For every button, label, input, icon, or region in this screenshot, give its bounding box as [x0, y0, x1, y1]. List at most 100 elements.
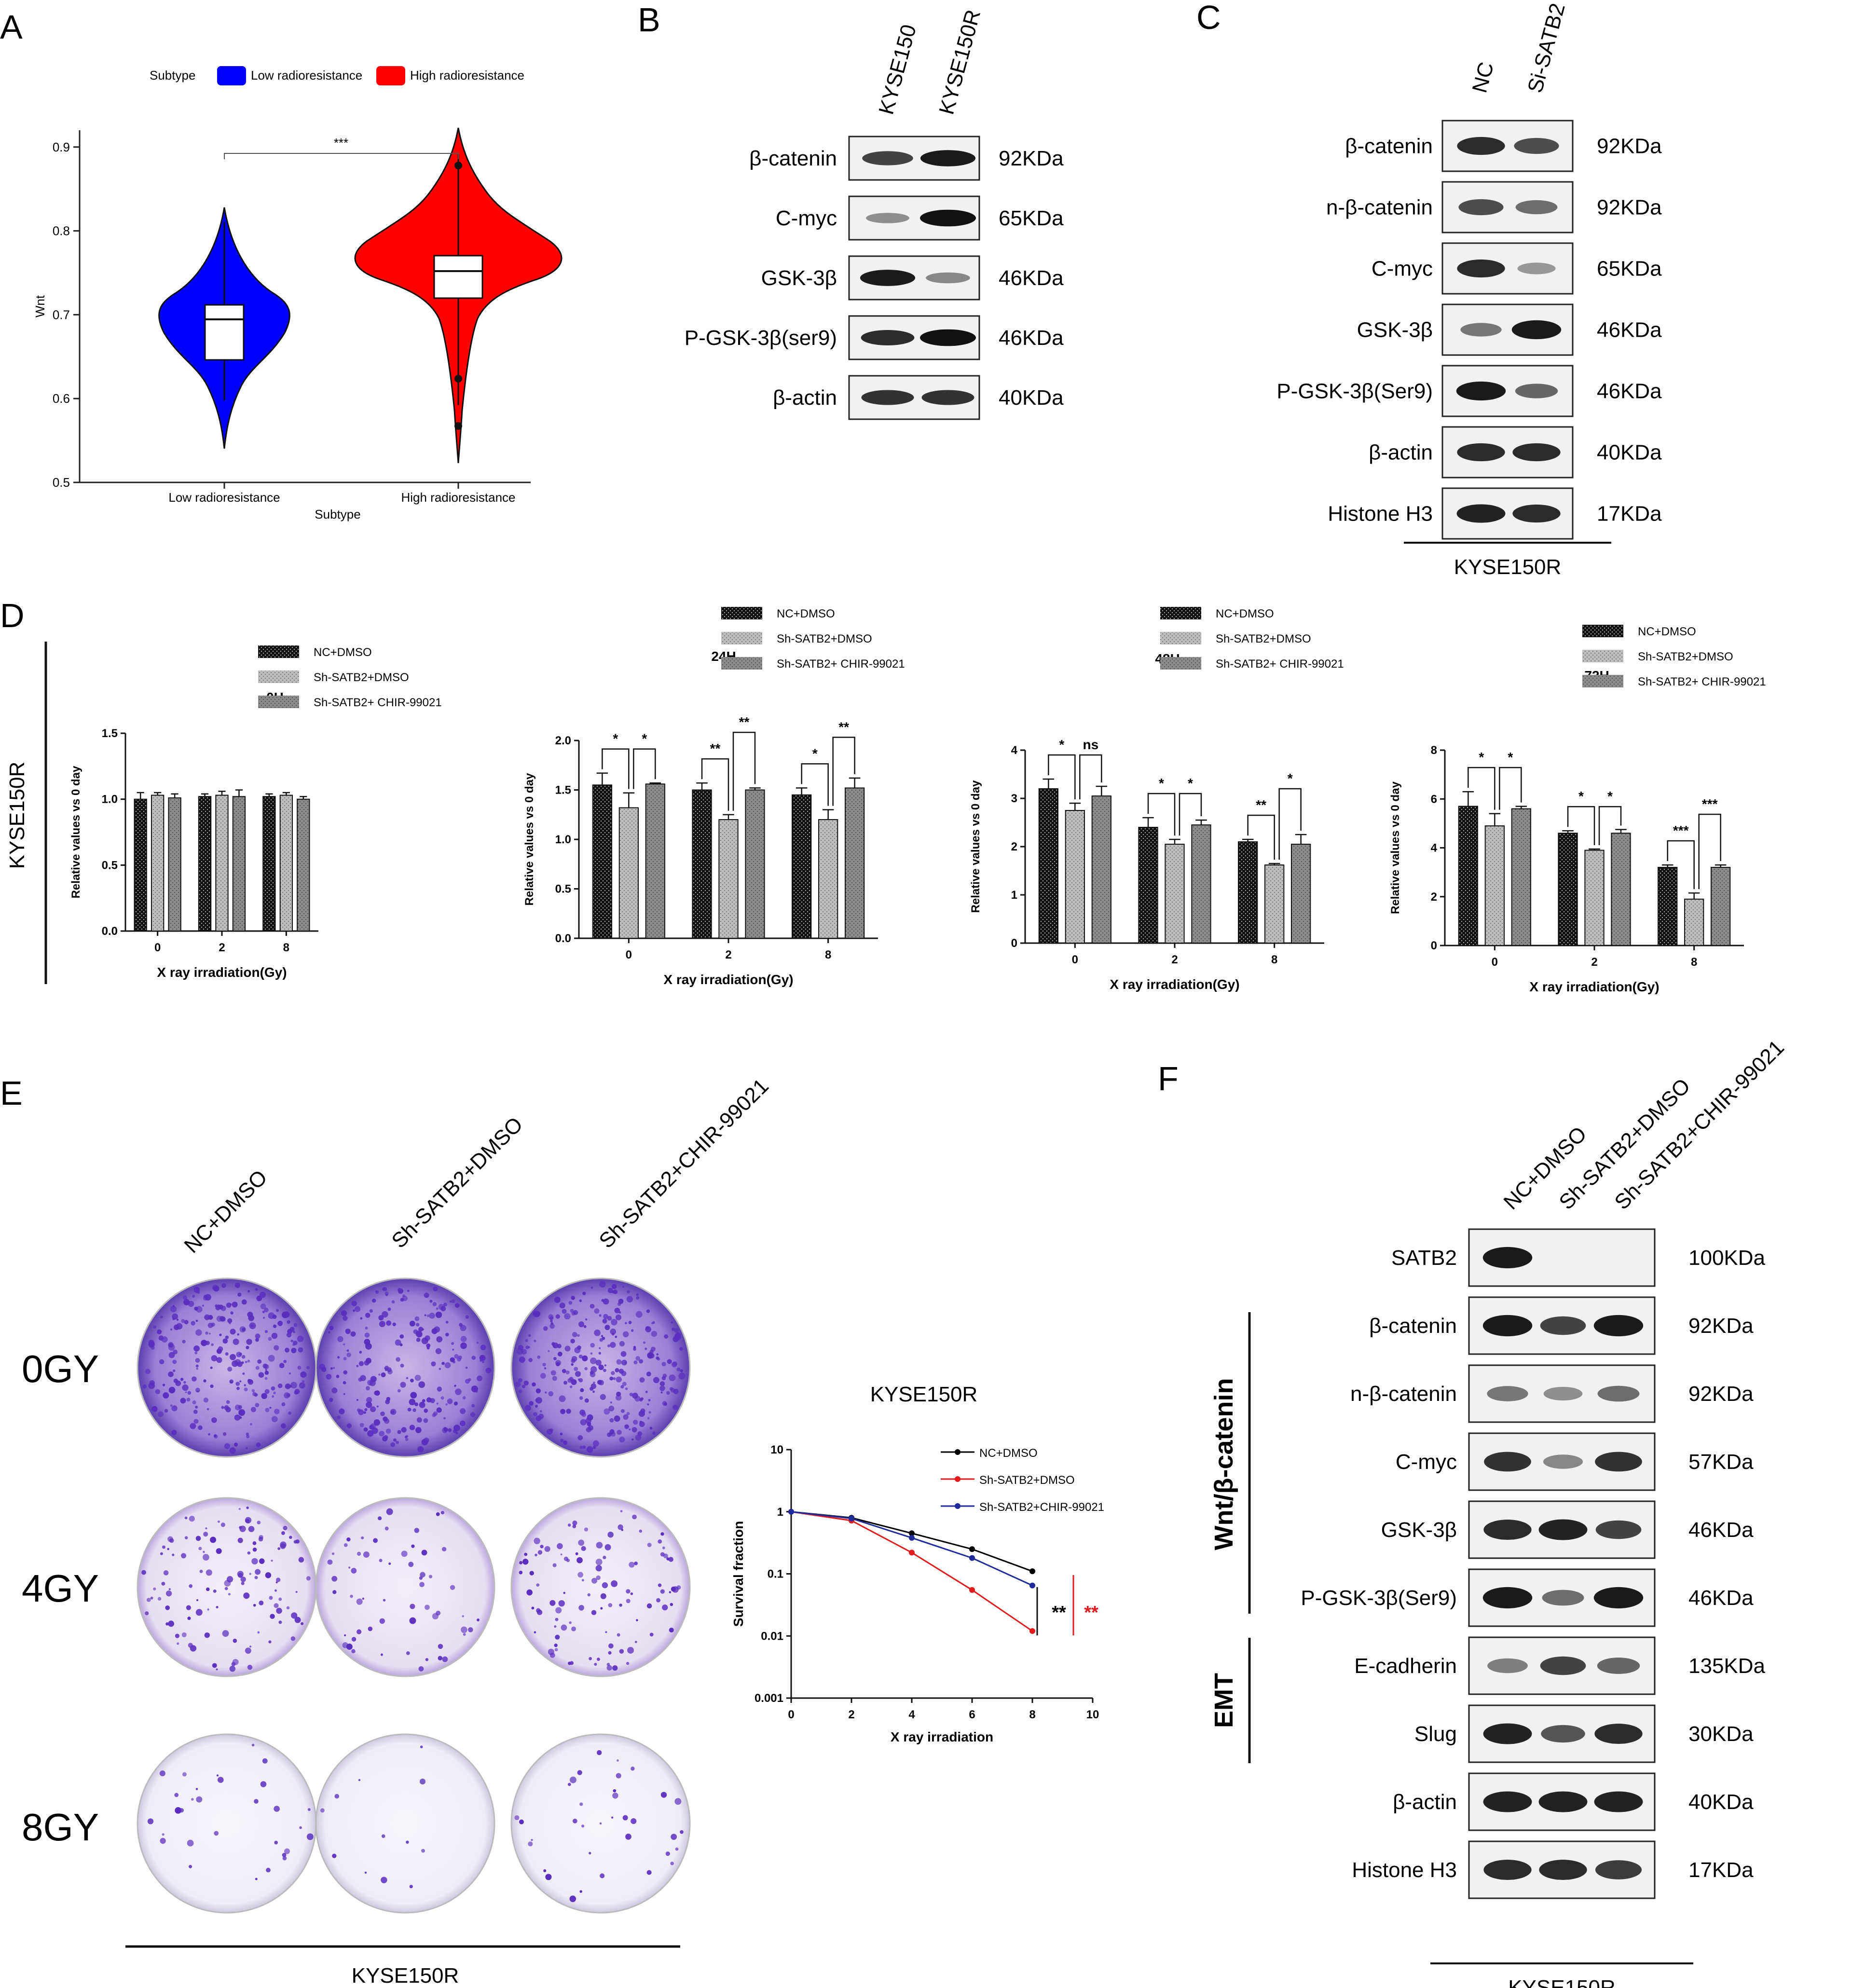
colony — [598, 1380, 604, 1385]
colony — [608, 1643, 614, 1649]
colony — [631, 1329, 634, 1332]
colony — [259, 1600, 264, 1605]
colony — [243, 1592, 250, 1599]
colony — [203, 1554, 209, 1561]
significance-label: * — [1059, 737, 1064, 752]
colony — [276, 1607, 282, 1614]
colony — [436, 1512, 440, 1516]
colony — [425, 1295, 428, 1298]
colony — [608, 1405, 615, 1412]
colony — [228, 1593, 231, 1596]
colony — [459, 1323, 463, 1327]
colony — [426, 1397, 432, 1403]
protein-label: Histone H3 — [1352, 1858, 1457, 1882]
colony — [454, 1303, 460, 1308]
colony — [283, 1359, 287, 1363]
colony — [169, 1538, 174, 1543]
protein-label: C-myc — [1396, 1450, 1457, 1474]
colony — [365, 1357, 371, 1364]
colony — [418, 1327, 424, 1332]
colony — [631, 1767, 635, 1771]
blot-band — [1460, 323, 1502, 337]
colony — [290, 1382, 297, 1389]
colony — [552, 1563, 557, 1567]
colony — [635, 1311, 643, 1318]
colony — [420, 1572, 425, 1578]
significance-label: ** — [739, 714, 750, 729]
colony — [480, 1359, 482, 1362]
colony — [261, 1393, 267, 1399]
colony — [184, 1516, 188, 1520]
outlier-point — [454, 375, 462, 383]
colony — [645, 1326, 649, 1330]
colony — [193, 1419, 199, 1424]
colony — [579, 1802, 583, 1806]
colony — [419, 1401, 425, 1408]
colony — [631, 1818, 637, 1824]
colony — [569, 1621, 572, 1624]
colony — [661, 1376, 666, 1381]
colony — [213, 1589, 217, 1593]
colony — [528, 1334, 531, 1337]
blot-band — [1484, 1452, 1531, 1472]
x-tick-label: 2 — [1171, 953, 1178, 966]
colony — [571, 1358, 576, 1363]
colony — [151, 1406, 158, 1412]
colony — [567, 1523, 571, 1527]
kda-label: 46KDa — [999, 266, 1064, 290]
colony — [288, 1372, 291, 1374]
colony — [285, 1383, 291, 1389]
colony — [433, 1411, 438, 1416]
lane-label: KYSE150R — [934, 7, 985, 117]
colony — [245, 1517, 252, 1524]
colony — [599, 1822, 602, 1824]
colony — [171, 1405, 178, 1412]
lane-label: Si-SATB2 — [1523, 0, 1569, 95]
colony — [625, 1387, 628, 1390]
colony — [661, 1362, 666, 1367]
colony — [406, 1651, 410, 1655]
colony — [608, 1651, 612, 1655]
legend-swatch — [721, 632, 762, 644]
kda-label: 92KDa — [1597, 135, 1662, 158]
colony — [217, 1520, 220, 1523]
colony — [600, 1593, 606, 1599]
colony — [625, 1833, 631, 1840]
blot-band — [1457, 137, 1505, 155]
x-tick-label: 2 — [1591, 956, 1597, 969]
colony — [435, 1348, 442, 1355]
colony — [367, 1380, 373, 1385]
colony — [618, 1369, 624, 1374]
colony — [331, 1552, 335, 1555]
colony — [337, 1336, 343, 1343]
significance-label: ** — [1256, 797, 1266, 812]
colony — [182, 1384, 189, 1391]
legend-marker — [955, 1449, 960, 1455]
colony — [600, 1607, 603, 1610]
colony — [299, 1826, 302, 1829]
blot-band — [1597, 1658, 1640, 1674]
colony — [639, 1421, 645, 1427]
bar — [692, 789, 712, 939]
colony — [613, 1377, 616, 1380]
colony — [191, 1321, 195, 1326]
blot-band — [920, 150, 976, 166]
colony — [569, 1385, 573, 1388]
colony — [647, 1417, 650, 1420]
colony — [658, 1583, 662, 1587]
colony — [351, 1637, 357, 1642]
x-tick-label: 0 — [788, 1708, 794, 1721]
blot-band — [1540, 1316, 1586, 1335]
colony — [519, 1571, 523, 1575]
colony — [680, 1369, 684, 1372]
colony — [222, 1432, 227, 1436]
colony — [226, 1400, 230, 1404]
colony — [676, 1585, 681, 1590]
y-tick-label: 1 — [777, 1506, 783, 1519]
panel-letter-c: C — [1196, 0, 1221, 36]
significance-label: *** — [334, 136, 348, 150]
colony — [281, 1402, 286, 1407]
colony — [636, 1293, 639, 1296]
colony — [264, 1330, 268, 1333]
colony — [364, 1408, 368, 1412]
